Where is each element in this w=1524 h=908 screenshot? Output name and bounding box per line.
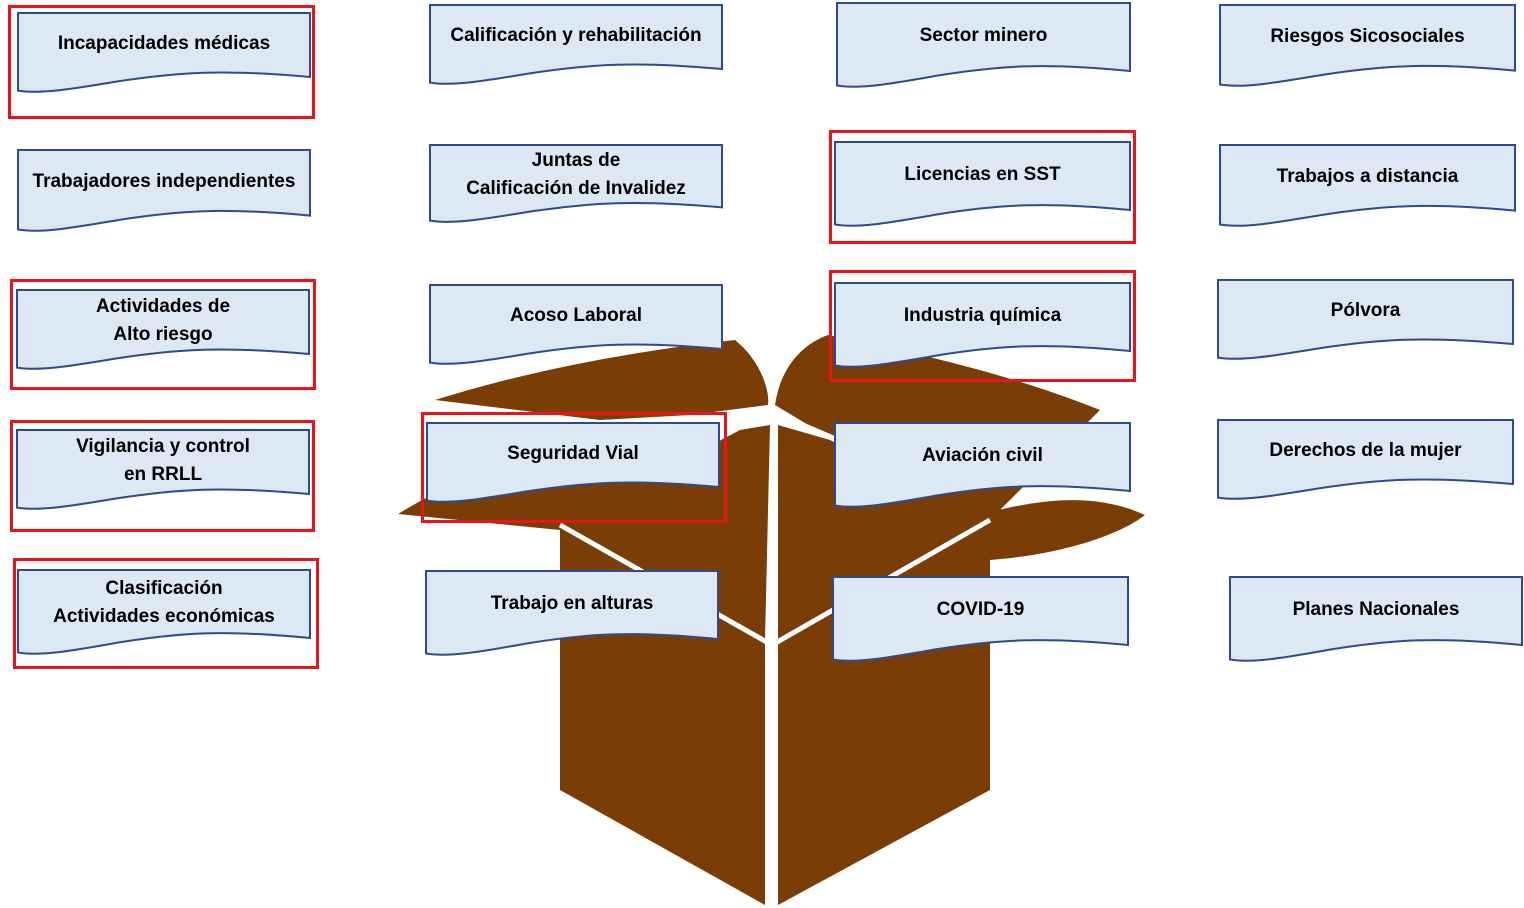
card-shape xyxy=(429,284,723,365)
card-shape xyxy=(1217,279,1514,360)
highlight-frame xyxy=(10,420,315,532)
card-shape xyxy=(834,422,1131,508)
highlight-frame xyxy=(829,270,1136,382)
card-label: Actividades de Alto riesgo xyxy=(95,296,231,346)
card-label: Sector minero xyxy=(919,25,1048,47)
card-label: Industria química xyxy=(903,305,1062,327)
card-label: Acoso Laboral xyxy=(510,305,642,327)
card-label: Pólvora xyxy=(1330,300,1401,322)
card-vigilancia: Vigilancia y control en RRLL xyxy=(16,429,310,510)
card-clasificacion: Clasificación Actividades económicas xyxy=(17,569,311,655)
card-shape xyxy=(429,144,723,223)
card-label: Seguridad Vial xyxy=(507,443,639,465)
card-mujer: Derechos de la mujer xyxy=(1217,419,1514,500)
card-label: Trabajos a distancia xyxy=(1276,165,1459,187)
card-independientes: Trabajadores independientes xyxy=(17,149,311,232)
card-polvora: Pólvora xyxy=(1217,279,1514,360)
card-alto-riesgo: Actividades de Alto riesgo xyxy=(16,289,310,370)
card-label: Vigilancia y control en RRLL xyxy=(76,436,250,486)
card-planes: Planes Nacionales xyxy=(1229,576,1523,662)
card-minero: Sector minero xyxy=(836,2,1131,88)
card-label: Licencias en SST xyxy=(904,164,1061,186)
card-juntas: Juntas de Calificación de Invalidez xyxy=(429,144,723,223)
card-distancia: Trabajos a distancia xyxy=(1219,144,1516,227)
card-label: Derechos de la mujer xyxy=(1269,440,1462,462)
card-shape xyxy=(426,422,720,503)
card-label: Incapacidades médicas xyxy=(57,33,271,55)
card-shape xyxy=(16,289,310,370)
card-calificacion: Calificación y rehabilitación xyxy=(429,4,723,85)
card-shape xyxy=(1219,4,1516,87)
card-shape xyxy=(1219,144,1516,227)
card-shape xyxy=(1217,419,1514,500)
card-alturas: Trabajo en alturas xyxy=(425,570,719,656)
card-shape xyxy=(17,12,311,93)
card-acoso: Acoso Laboral xyxy=(429,284,723,365)
card-label: Aviación civil xyxy=(922,445,1043,467)
card-aviacion: Aviación civil xyxy=(834,422,1131,508)
card-shape xyxy=(834,141,1131,227)
card-label: Riesgos Sicosociales xyxy=(1270,25,1465,47)
box-top-right xyxy=(778,425,990,640)
card-label: Juntas de Calificación de Invalidez xyxy=(466,150,686,200)
card-sicosociales: Riesgos Sicosociales xyxy=(1219,4,1516,87)
card-label: Trabajadores independientes xyxy=(32,170,296,192)
box-right-flap xyxy=(960,500,1145,560)
card-shape xyxy=(17,569,311,655)
highlight-frame xyxy=(8,5,315,119)
card-label: Trabajo en alturas xyxy=(490,593,654,615)
card-incapacidades: Incapacidades médicas xyxy=(17,12,311,93)
card-shape xyxy=(425,570,719,656)
box-left-back-flap xyxy=(435,340,769,420)
highlight-frame xyxy=(13,558,319,669)
card-licencias: Licencias en SST xyxy=(834,141,1131,227)
card-shape xyxy=(16,429,310,510)
card-vial: Seguridad Vial xyxy=(426,422,720,503)
card-shape xyxy=(834,282,1131,368)
card-shape xyxy=(429,4,723,85)
card-quimica: Industria química xyxy=(834,282,1131,368)
card-shape xyxy=(17,149,311,232)
card-label: Calificación y rehabilitación xyxy=(450,25,702,47)
card-label: COVID-19 xyxy=(936,599,1025,621)
highlight-frame xyxy=(421,412,727,523)
highlight-frame xyxy=(829,130,1136,244)
card-label: Planes Nacionales xyxy=(1292,599,1460,621)
card-shape xyxy=(836,2,1131,88)
highlight-frame xyxy=(10,279,316,390)
card-shape xyxy=(832,576,1129,662)
card-shape xyxy=(1229,576,1523,662)
card-label: Clasificación Actividades económicas xyxy=(53,578,275,628)
card-covid: COVID-19 xyxy=(832,576,1129,662)
